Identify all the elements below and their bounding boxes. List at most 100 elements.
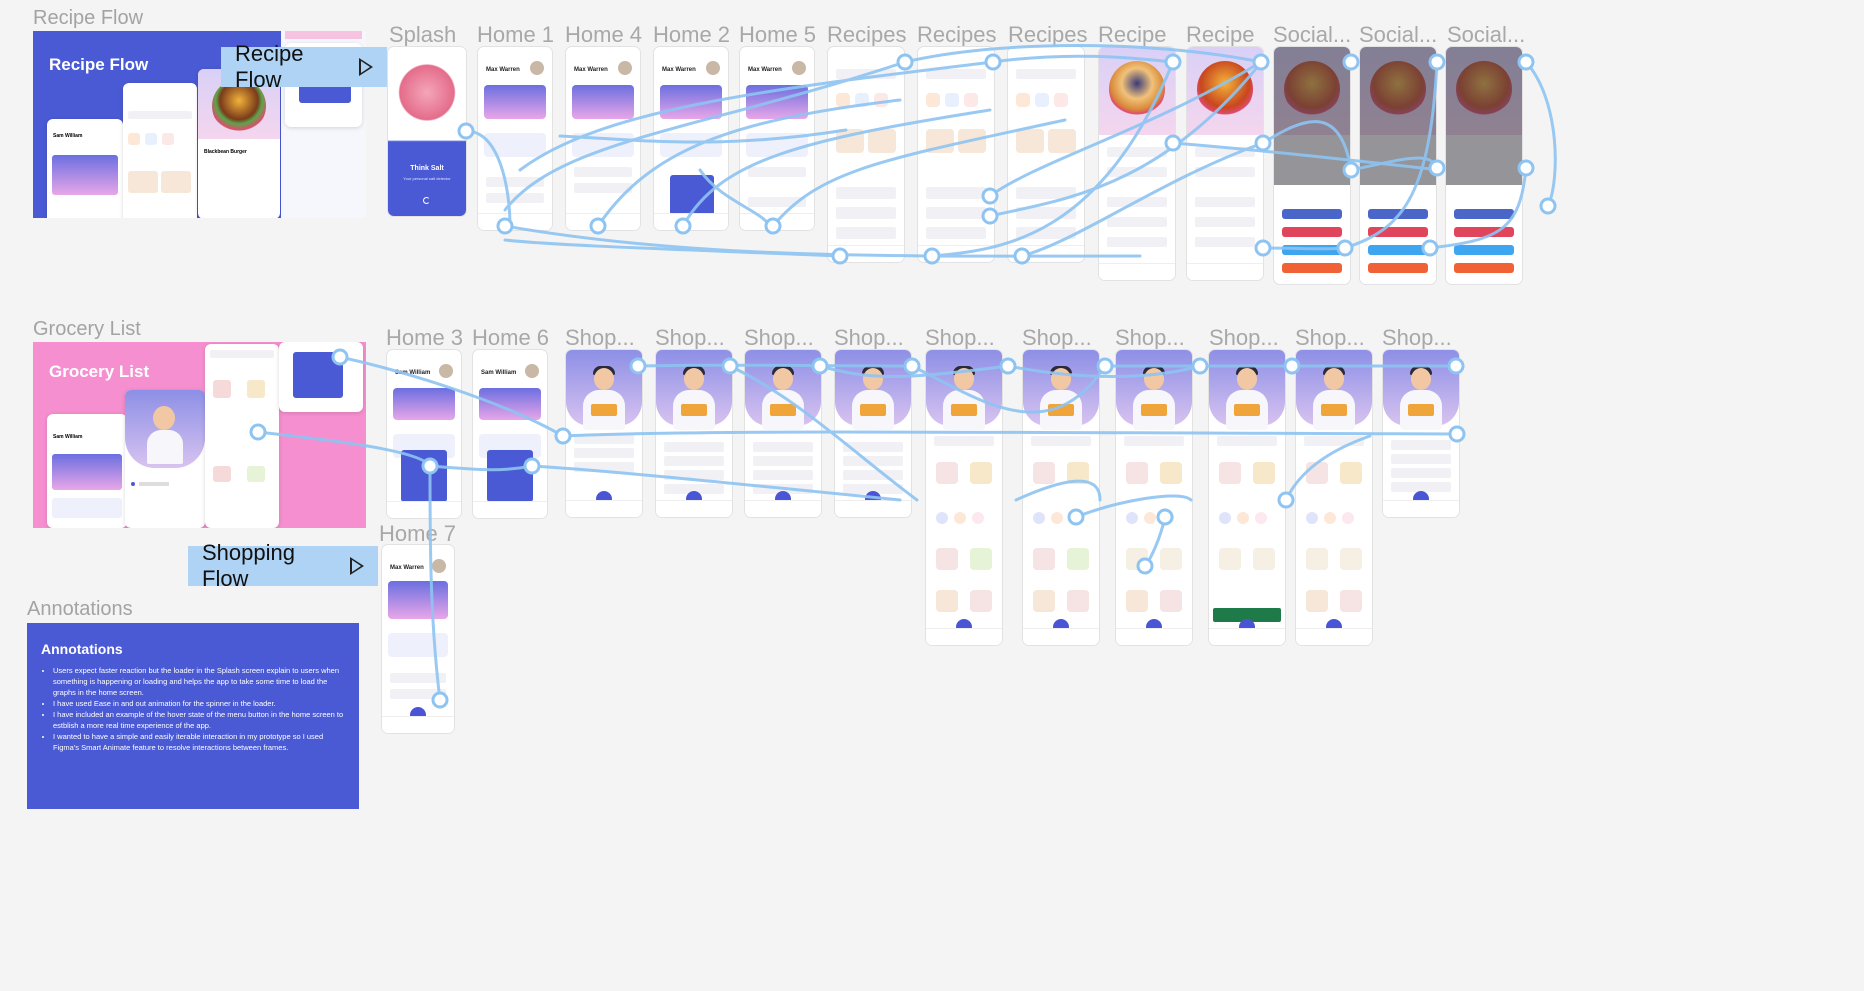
recipe-flow-button[interactable]: Recipe Flow (221, 41, 387, 92)
section-label-annotations: Annotations (27, 598, 133, 620)
avatar (530, 61, 544, 75)
cover-title: Recipe Flow (49, 55, 149, 74)
frame-label-recipe-1: Recipe (1098, 22, 1167, 47)
annotations-panel: Annotations Users expect faster reaction… (27, 623, 359, 809)
phone-recipes-3[interactable] (1008, 47, 1084, 262)
share-facebook-button[interactable] (1368, 209, 1428, 219)
cover-user-name-grocery: Sam William (53, 434, 83, 440)
frame-label-home-4: Home 4 (565, 22, 643, 47)
frame-label-social-1: Social... (1273, 22, 1352, 47)
phone-home-6[interactable]: Sam William (473, 350, 547, 518)
share-twitter-button[interactable] (1454, 245, 1514, 255)
recipe-flow-button-label: Recipe Flow (235, 41, 304, 92)
share-reddit-button[interactable] (1368, 263, 1428, 273)
phone-shop-10[interactable] (1383, 350, 1459, 517)
cover-menu-phone-grocery (279, 342, 363, 412)
avatar (618, 61, 632, 75)
phone-recipes-1[interactable] (828, 47, 904, 262)
phone-home-7[interactable]: Max Warren (382, 545, 454, 733)
frame-label-recipes-1: Recipes (827, 22, 907, 47)
phone-shop-9[interactable] (1296, 350, 1372, 645)
cover-phone-recipes (123, 83, 197, 218)
annotation-item: I wanted to have a simple and easily ite… (53, 731, 345, 753)
phone-shop-6[interactable] (1023, 350, 1099, 645)
annotation-item: I have used Ease in and out animation fo… (53, 698, 345, 709)
weekly-salt-graph (660, 85, 722, 119)
frame-label-home-5: Home 5 (739, 22, 817, 47)
share-pinterest-button[interactable] (1454, 227, 1514, 237)
frame-label-shop-6: Shop... (1022, 325, 1092, 350)
phone-home-1[interactable]: Max Warren (478, 47, 552, 230)
weekly-salt-graph (572, 85, 634, 119)
phone-recipe-pancake[interactable] (1099, 47, 1175, 280)
phone-recipes-2[interactable] (918, 47, 994, 262)
frame-label-shop-5: Shop... (925, 325, 995, 350)
frame-label-home-3: Home 3 (386, 325, 464, 350)
share-facebook-button[interactable] (1454, 209, 1514, 219)
pancake-image (1109, 61, 1165, 117)
cover-phone-home: Sam William (47, 119, 123, 218)
frame-label-shop-10: Shop... (1382, 325, 1452, 350)
share-pinterest-button[interactable] (1368, 227, 1428, 237)
play-icon (359, 58, 373, 76)
annotation-item: I have included an example of the hover … (53, 709, 345, 731)
phone-shop-2[interactable] (656, 350, 732, 517)
cover-dish-name: Blackbean Burger (204, 149, 247, 155)
frame-label-social-3: Social... (1447, 22, 1526, 47)
menu-overlay (401, 450, 447, 502)
frame-label-home-1: Home 1 (477, 22, 555, 47)
phone-shop-4[interactable] (835, 350, 911, 517)
frame-label-recipes-2: Recipes (917, 22, 997, 47)
phone-home-3[interactable]: Sam William (387, 350, 461, 518)
avatar (706, 61, 720, 75)
share-reddit-button[interactable] (1282, 263, 1342, 273)
phone-home-4[interactable]: Max Warren (566, 47, 640, 230)
annotations-list: Users expect faster reaction but the loa… (41, 665, 345, 753)
share-reddit-button[interactable] (1454, 263, 1514, 273)
frame-label-shop-1: Shop... (565, 325, 635, 350)
burger-image (212, 79, 266, 133)
home-user-name: Max Warren (486, 67, 520, 73)
section-label-grocery-list: Grocery List (33, 318, 141, 340)
frame-label-shop-9: Shop... (1295, 325, 1365, 350)
home-user-name: Sam William (395, 370, 431, 376)
phone-shop-7[interactable] (1116, 350, 1192, 645)
phone-home-2[interactable]: Max Warren (654, 47, 728, 230)
cover-phone-grocery (205, 344, 279, 528)
phone-social-1[interactable] (1274, 47, 1350, 284)
cover-user-name: Sam William (53, 133, 83, 139)
annotations-title: Annotations (41, 641, 123, 657)
phone-recipe-burger[interactable] (1187, 47, 1263, 280)
phone-home-5[interactable]: Max Warren (740, 47, 814, 230)
home-user-name: Max Warren (748, 67, 782, 73)
toast-added (1213, 608, 1281, 622)
frame-label-home-2: Home 2 (653, 22, 731, 47)
avatar (792, 61, 806, 75)
play-icon (350, 557, 364, 575)
share-facebook-button[interactable] (1282, 209, 1342, 219)
loader-spinner-icon (423, 197, 430, 204)
shopping-flow-button-label: Shopping Flow (202, 540, 295, 591)
grocery-list-cover[interactable]: Grocery List Sam William (33, 342, 366, 528)
share-twitter-button[interactable] (1282, 245, 1342, 255)
annotation-item: Users expect faster reaction but the loa… (53, 665, 345, 698)
phone-splash[interactable]: Think Salt Your personal salt detector (388, 47, 466, 216)
phone-shop-1[interactable] (566, 350, 642, 517)
cover-graph (52, 155, 118, 195)
frame-label-shop-8: Shop... (1209, 325, 1279, 350)
phone-shop-8[interactable] (1209, 350, 1285, 645)
todays-target-card (484, 133, 546, 157)
section-label-recipe-flow: Recipe Flow (33, 7, 144, 29)
phone-social-3[interactable] (1446, 47, 1522, 284)
brain-mascot-icon (396, 61, 458, 131)
share-twitter-button[interactable] (1368, 245, 1428, 255)
shopping-flow-button[interactable]: Shopping Flow (188, 540, 378, 591)
share-pinterest-button[interactable] (1282, 227, 1342, 237)
phone-shop-5[interactable] (926, 350, 1002, 645)
phone-shop-3[interactable] (745, 350, 821, 517)
cover-phone-recipe: Blackbean Burger (198, 69, 280, 218)
phone-social-2[interactable] (1360, 47, 1436, 284)
frame-label-home-6: Home 6 (472, 325, 550, 350)
frame-label-recipes-3: Recipes (1008, 22, 1088, 47)
home-user-name: Max Warren (390, 565, 424, 571)
